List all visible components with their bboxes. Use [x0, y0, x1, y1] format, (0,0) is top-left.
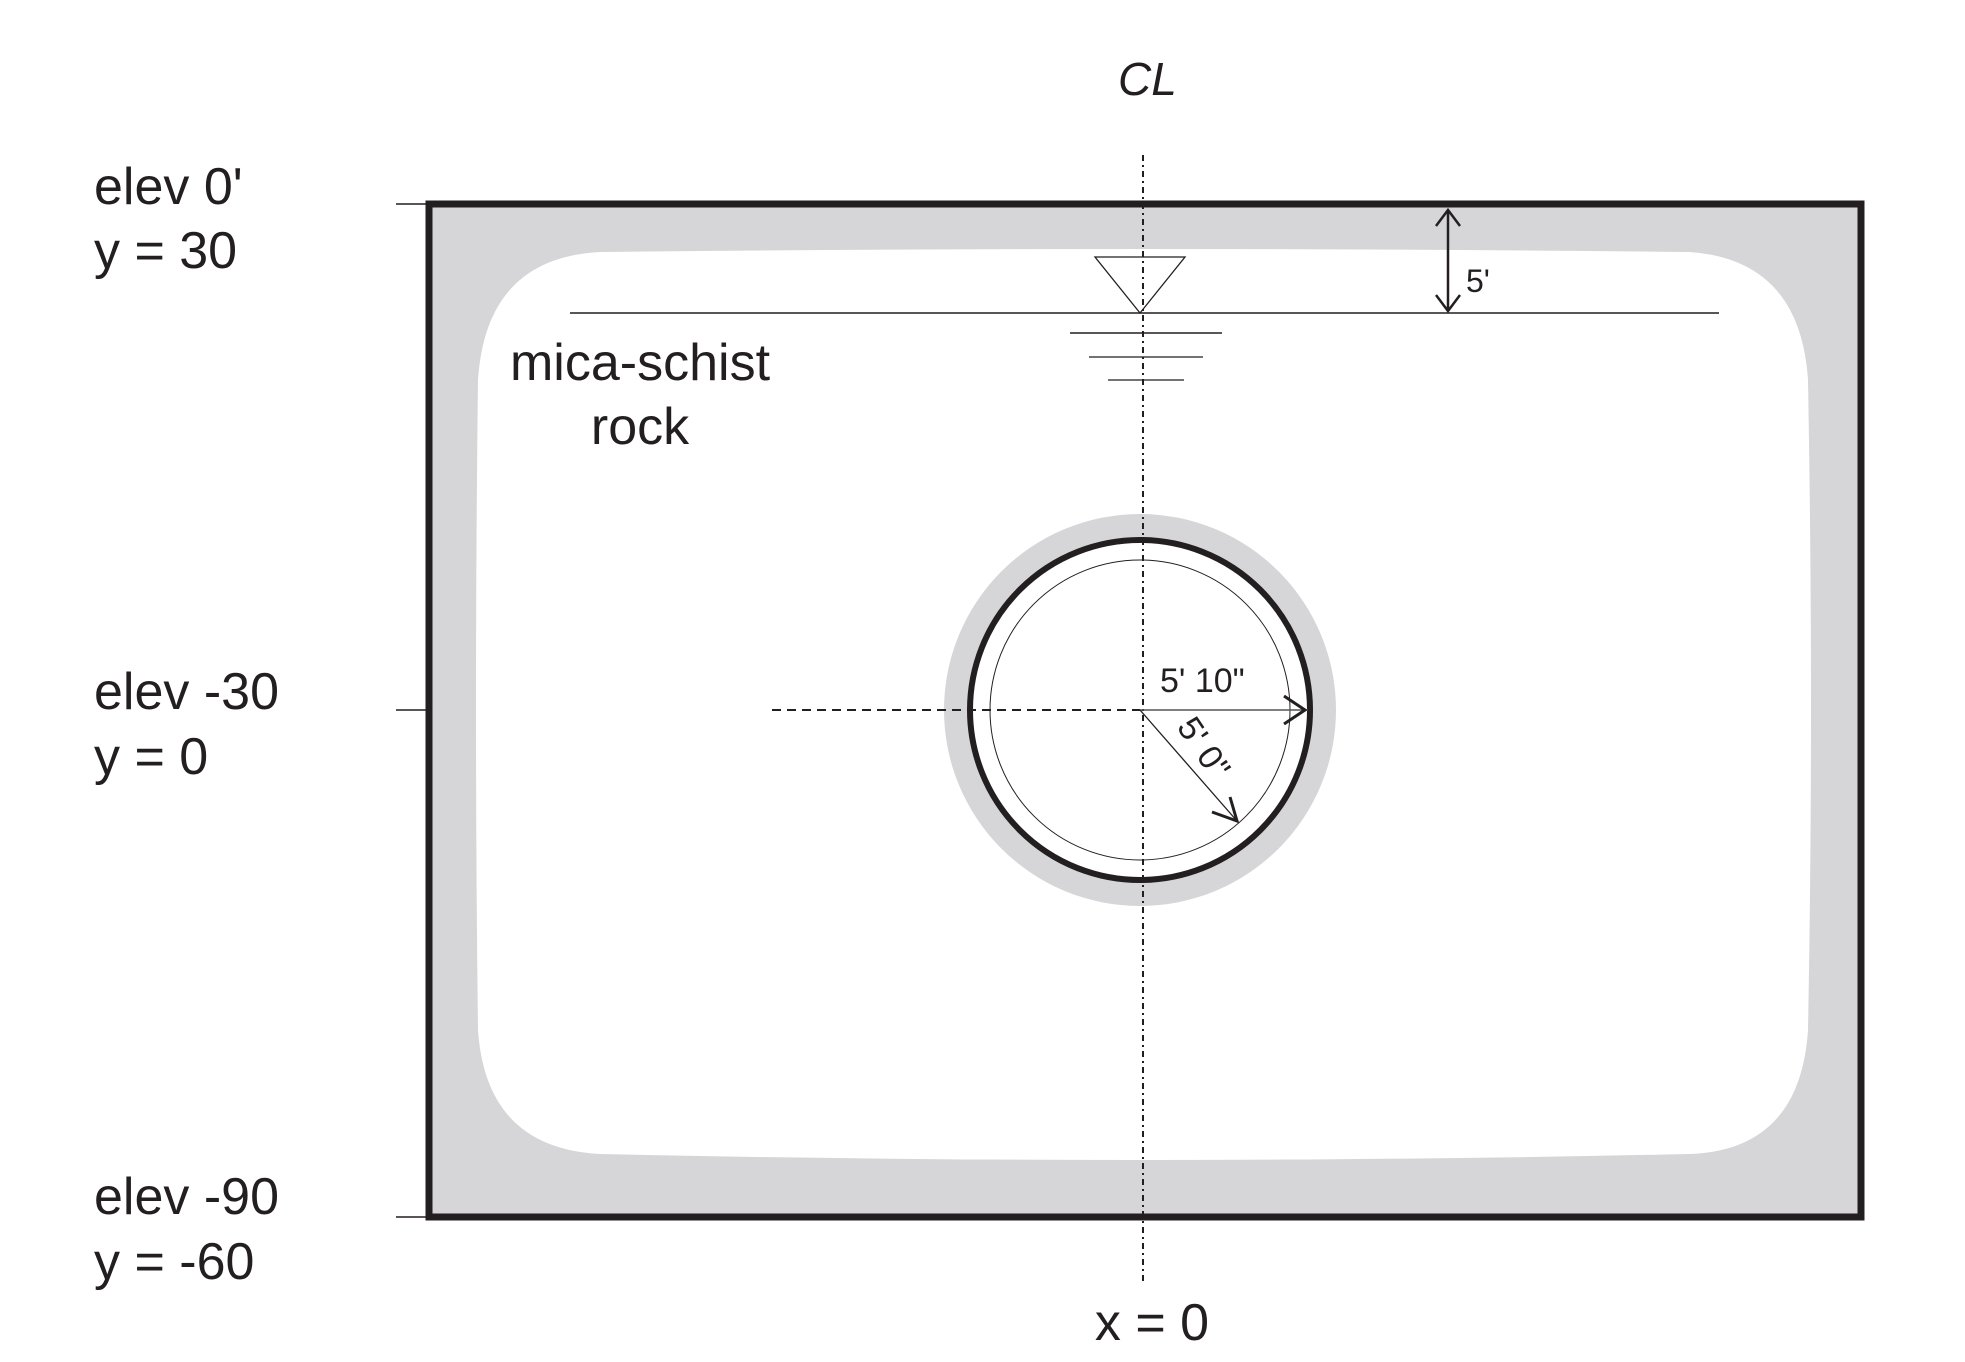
x-zero-label: x = 0 — [1095, 1294, 1209, 1352]
water-table-symbol — [1093, 256, 1187, 315]
rock-type-label-line1: mica-schist — [510, 334, 771, 392]
outer-radius-label: 5' 10" — [1160, 662, 1245, 700]
y-mid-label: y = 0 — [94, 728, 208, 786]
rock-type-label-line2: rock — [591, 398, 690, 456]
inner-radius-arrowhead — [1211, 796, 1240, 824]
water-depth-label: 5' — [1466, 263, 1490, 299]
centerline-symbol: CL — [1118, 53, 1177, 105]
inner-radius-arrow — [1139, 709, 1238, 822]
elev-top-label: elev 0' — [94, 158, 243, 216]
elev-mid-label: elev -30 — [94, 663, 279, 721]
water-depth-dimension — [1435, 207, 1461, 314]
y-top-label: y = 30 — [94, 222, 237, 280]
outer-radius-arrowhead — [1283, 694, 1308, 726]
y-bot-label: y = -60 — [94, 1233, 254, 1291]
elev-bot-label: elev -90 — [94, 1168, 279, 1226]
